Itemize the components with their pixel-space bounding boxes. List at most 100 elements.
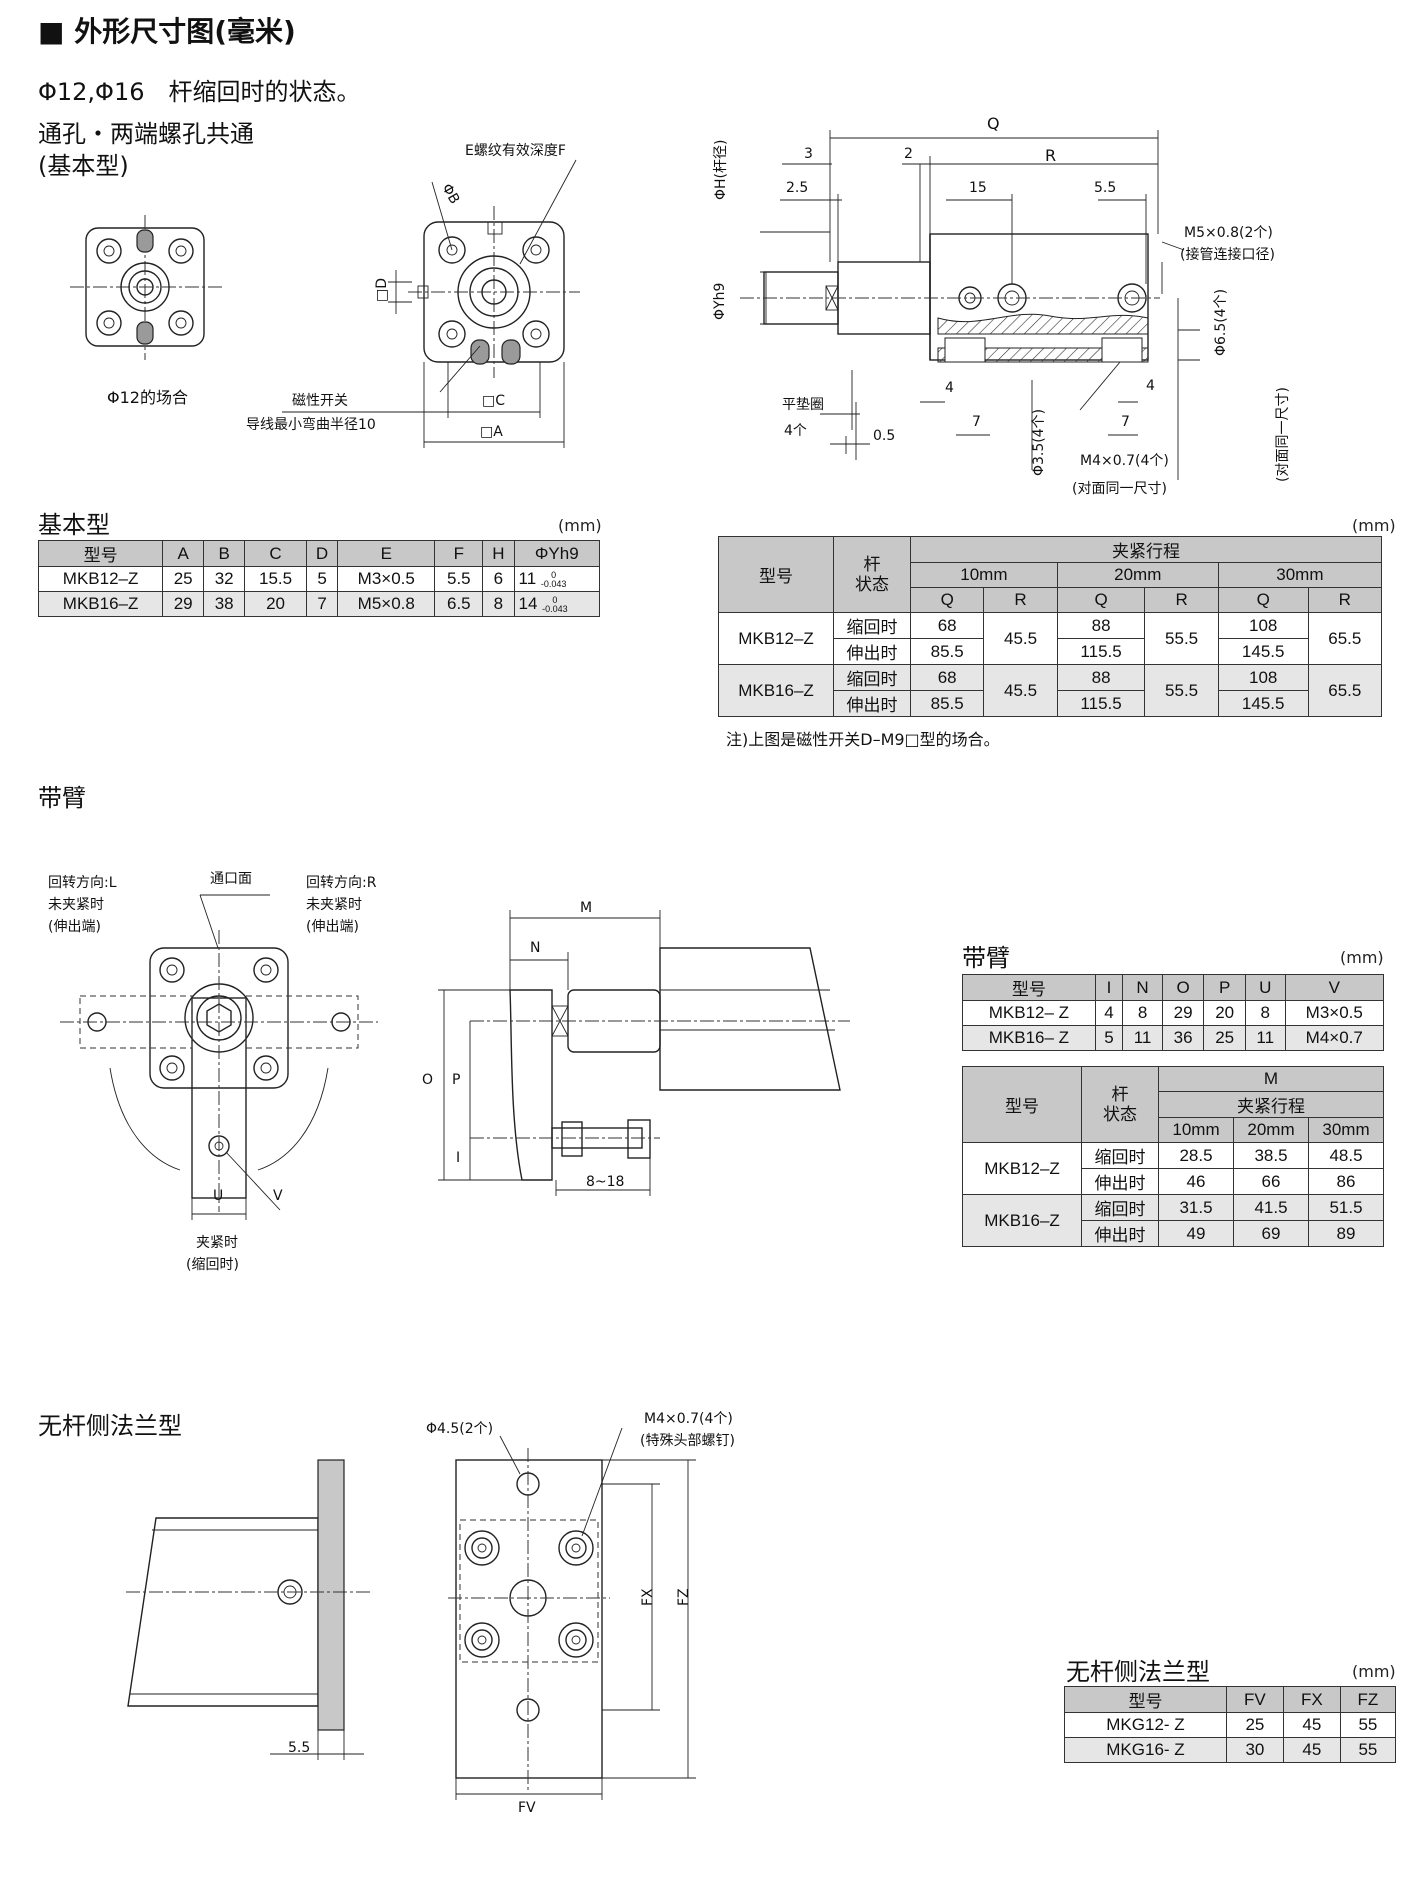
state-cell: 缩回时 xyxy=(833,612,911,639)
table-row: 伸出时 85.5 115.5 145.5 xyxy=(719,638,1382,665)
cell: M3×0.5 xyxy=(337,566,436,592)
label-phi4-5: Φ4.5(2个) xyxy=(426,1421,494,1437)
dim-fx: FX xyxy=(640,1588,656,1606)
tol-upper: 0 xyxy=(552,594,558,605)
label-flange-m4: M4×0.7(4个) xyxy=(644,1411,733,1427)
dim-7a: 7 xyxy=(972,414,981,430)
col-model: 型号 xyxy=(1064,1686,1227,1713)
cell: 6.5 xyxy=(434,591,484,617)
label-a: □A xyxy=(480,424,503,440)
label-flange-m4-note: (特殊头部螺钉) xyxy=(640,1433,735,1449)
table-row: MKB16–Z 29 38 20 7 M5×0.8 6.5 8 14 0-0.0… xyxy=(37,591,600,617)
dim-15: 15 xyxy=(969,180,987,196)
cell: 89 xyxy=(1308,1220,1384,1247)
cell: MKB16– Z xyxy=(962,1025,1096,1051)
label-extend-l: (伸出端) xyxy=(48,919,101,935)
cell: MKG16- Z xyxy=(1064,1737,1227,1763)
end-view-large xyxy=(282,159,580,448)
stroke-10: 10mm xyxy=(910,562,1058,588)
yh9-value: 14 xyxy=(518,594,538,613)
basic-dimension-table: 型号 A B C D E F H ΦYh9 MKB12–Z 25 32 15.5… xyxy=(37,540,600,617)
dim-q: Q xyxy=(987,114,1000,133)
col-h: H xyxy=(482,540,515,567)
table-header-row: 型号 A B C D E F H ΦYh9 xyxy=(37,540,600,567)
label-rot-l: 回转方向:L xyxy=(48,875,117,891)
cell: 55.5 xyxy=(1144,612,1219,665)
cell: 11 xyxy=(1244,1025,1286,1051)
label-m5-note: (接管连接口径) xyxy=(1180,247,1275,263)
variant-line-1: 通孔・两端螺孔共通 xyxy=(38,120,254,148)
col-model: 型号 xyxy=(37,540,164,567)
label-c: □C xyxy=(482,393,506,409)
cell: M3×0.5 xyxy=(1284,1000,1385,1026)
cell: 41.5 xyxy=(1233,1194,1309,1221)
cell: 25 xyxy=(162,566,205,592)
cell: 86 xyxy=(1308,1168,1384,1195)
table-row: 伸出时 49 69 89 xyxy=(963,1220,1384,1247)
label-rot-r: 回转方向:R xyxy=(306,875,377,891)
arm-table-unit: (mm) xyxy=(1340,948,1384,967)
cell: 45.5 xyxy=(983,612,1058,665)
cell: 45 xyxy=(1282,1737,1341,1763)
cell: MKB12–Z xyxy=(37,566,164,592)
stroke-10: 10mm xyxy=(1158,1117,1234,1143)
cell: 30 xyxy=(1225,1737,1284,1763)
dim-2-5: 2.5 xyxy=(786,180,809,196)
cell: 8 xyxy=(1244,1000,1286,1026)
table-row: MKB12–Z 缩回时 68 45.5 88 55.5 108 65.5 xyxy=(718,612,1383,665)
cell: MKB16–Z xyxy=(37,591,164,617)
flange-table-title: 无杆侧法兰型 xyxy=(1066,1658,1210,1686)
cell: 51.5 xyxy=(1308,1194,1384,1221)
cell: 29 xyxy=(162,591,205,617)
dim-0-5: 0.5 xyxy=(873,428,896,444)
cell: 85.5 xyxy=(909,690,985,717)
cell: 69 xyxy=(1233,1220,1309,1247)
cell: 65.5 xyxy=(1307,664,1383,717)
col-fx: FX xyxy=(1282,1686,1341,1713)
cell: 68 xyxy=(909,612,985,639)
basic-table-unit: (mm) xyxy=(558,516,602,535)
col-q: Q xyxy=(1217,587,1309,613)
cell: 65.5 xyxy=(1307,612,1383,665)
dim-fz: FZ xyxy=(676,1588,692,1606)
arm-table-title: 带臂 xyxy=(962,944,1010,972)
model-cell: MKB12–Z xyxy=(962,1142,1082,1195)
col-yh9: ΦYh9 xyxy=(513,540,600,567)
cell: MKB12– Z xyxy=(962,1000,1096,1026)
label-extend-r: (伸出端) xyxy=(306,919,359,935)
label-switch: 磁性开关 xyxy=(292,393,348,409)
arm-dimension-table: 型号 I N O P U V MKB12– Z 4 8 29 20 8 M3×0… xyxy=(962,974,1385,1051)
label-clamp: 夹紧时 xyxy=(196,1235,238,1251)
cell: 115.5 xyxy=(1056,638,1146,665)
stroke-20: 20mm xyxy=(1056,562,1219,588)
col-c: C xyxy=(244,540,307,567)
col-stroke: 夹紧行程 xyxy=(910,536,1382,563)
col-f: F xyxy=(434,540,484,567)
cell: 20 xyxy=(1203,1000,1246,1026)
side-section-drawing xyxy=(740,130,1200,480)
col-o: O xyxy=(1161,974,1205,1001)
dim-7b: 7 xyxy=(1121,414,1130,430)
state-cell: 伸出时 xyxy=(833,638,911,665)
dim-4b: 4 xyxy=(1146,378,1155,394)
label-washer-qty: 4个 xyxy=(784,423,807,439)
flange-drawing xyxy=(126,1427,696,1800)
dim-5-5-flange: 5.5 xyxy=(288,1740,311,1756)
label-m4-note: (对面同一尺寸) xyxy=(1072,481,1167,497)
cell: 5 xyxy=(1094,1025,1124,1051)
table-row: 伸出时 85.5 115.5 145.5 xyxy=(719,690,1382,717)
dim-fv: FV xyxy=(518,1800,536,1816)
caption-phi12: Φ12的场合 xyxy=(107,388,188,407)
label-port-face: 通口面 xyxy=(210,871,252,887)
col-state: 杆 状态 xyxy=(833,536,911,613)
arm-section-title: 带臂 xyxy=(38,784,86,812)
stroke-20: 20mm xyxy=(1233,1117,1309,1143)
table-row: MKB16–Z 缩回时 31.5 41.5 51.5 xyxy=(962,1194,1384,1247)
col-n: N xyxy=(1122,974,1163,1001)
table-row: 伸出时 46 66 86 xyxy=(963,1168,1384,1195)
cell: 25 xyxy=(1203,1025,1246,1051)
cell: 88 xyxy=(1056,664,1146,691)
dim-5-5: 5.5 xyxy=(1094,180,1117,196)
flange-dimension-table: 型号 FV FX FZ MKG12- Z 25 45 55 MKG16- Z 3… xyxy=(1064,1686,1397,1763)
cell: 46 xyxy=(1158,1168,1234,1195)
